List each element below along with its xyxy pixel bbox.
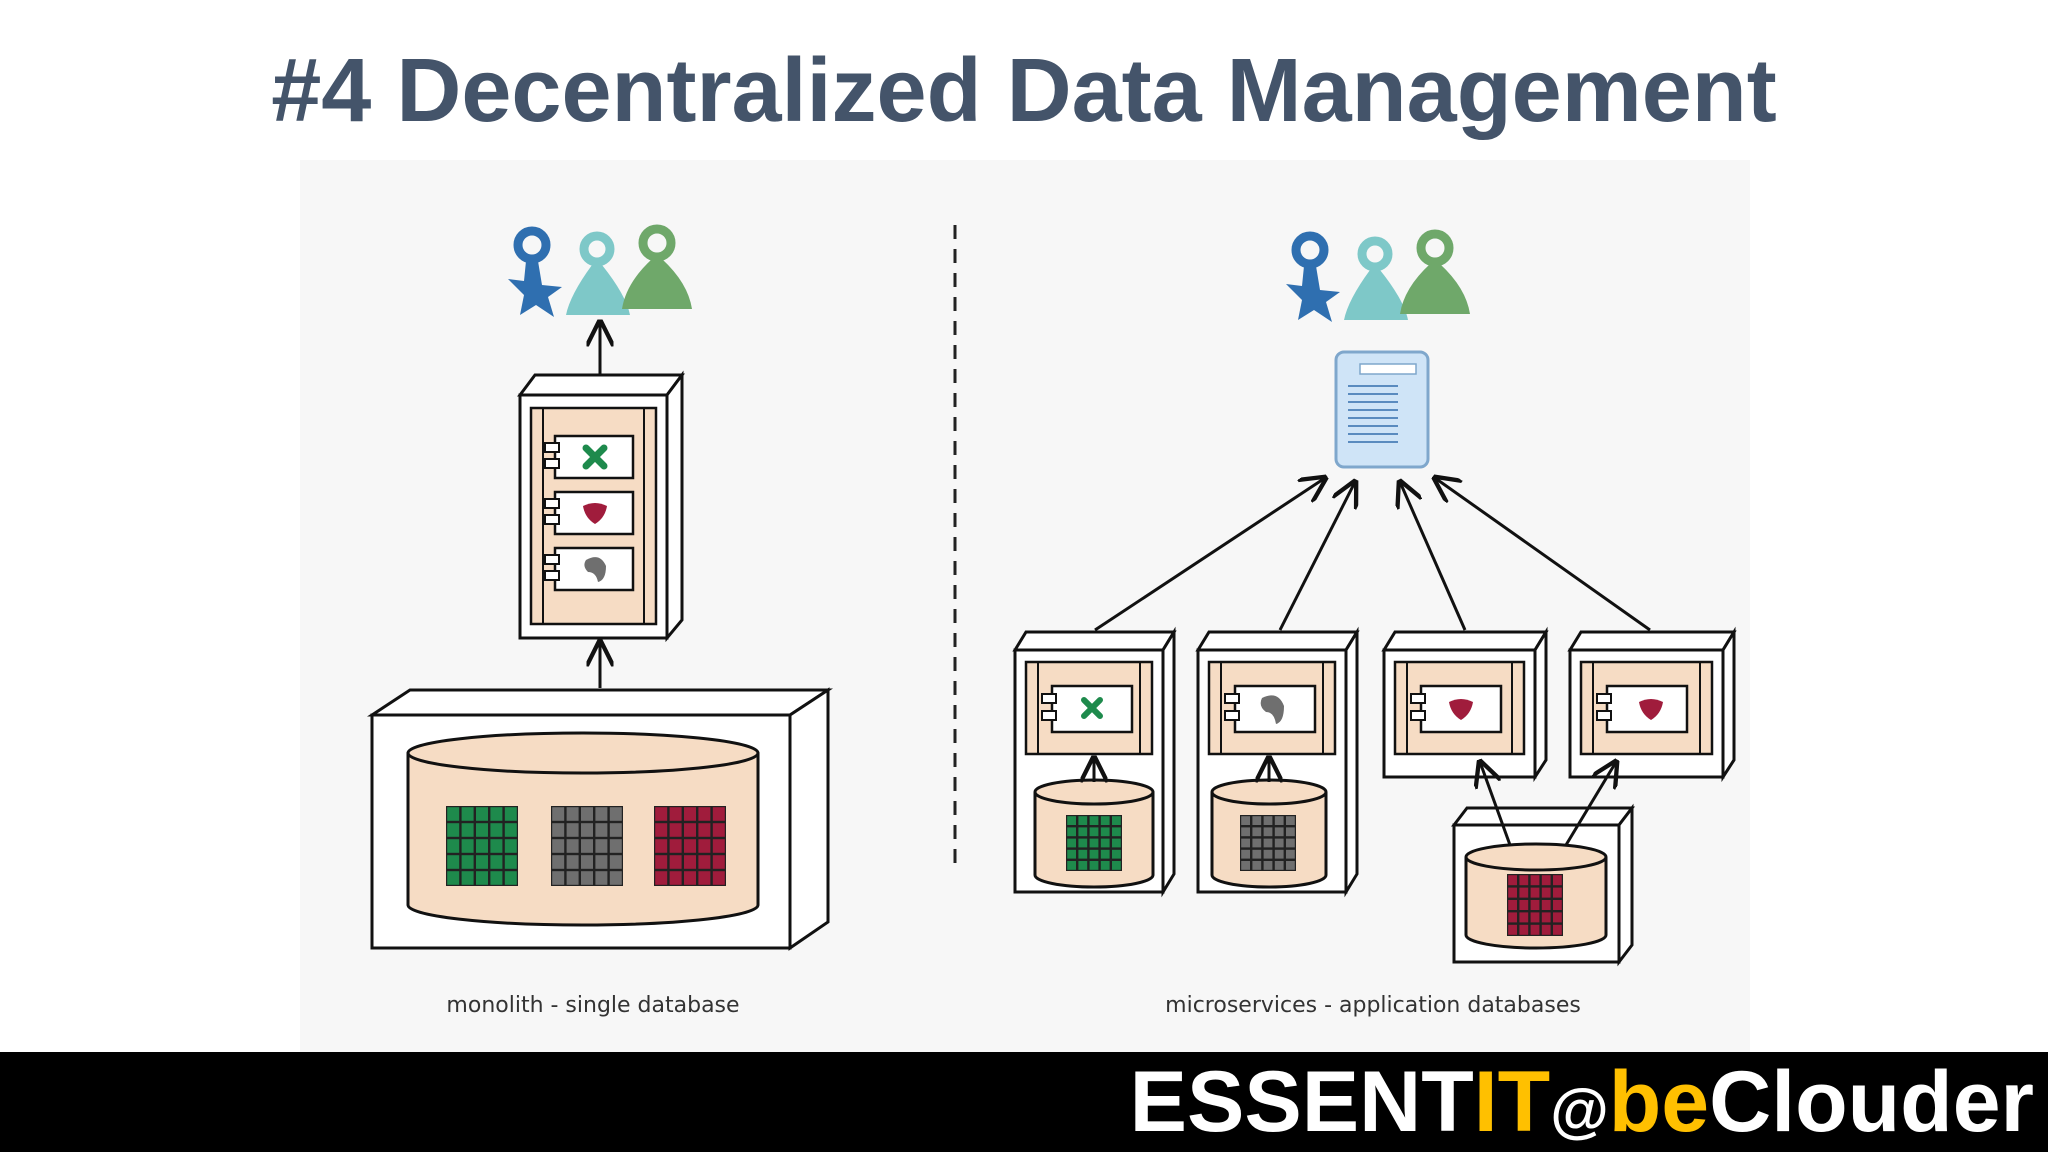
user-group-icon	[1286, 229, 1470, 322]
data-grid-grey	[551, 806, 623, 886]
microservice-container	[1381, 626, 1549, 783]
component-icon	[544, 490, 635, 536]
microservice-container	[1195, 626, 1360, 898]
brand-essent: ESSENT	[1129, 1054, 1474, 1150]
slide-title: #4 Decentralized Data Management	[271, 41, 1777, 141]
brand-clouder: Clouder	[1709, 1054, 2034, 1150]
component-icon	[544, 434, 635, 480]
data-grid-grey	[1240, 815, 1296, 871]
left-caption: monolith - single database	[446, 993, 739, 1018]
brand-it: IT	[1473, 1054, 1551, 1150]
data-grid-crimson	[1507, 874, 1563, 936]
architecture-diagram: monolith - single database	[366, 224, 1737, 1018]
data-grid-green	[1066, 815, 1122, 871]
data-grid-crimson	[654, 806, 726, 886]
arrow-service1-to-ui	[1094, 478, 1325, 632]
arrow-service2-to-ui	[1278, 482, 1355, 631]
data-grid-green	[446, 806, 518, 886]
brand-at: @	[1550, 1077, 1609, 1144]
arrow-service4-to-ui	[1435, 478, 1651, 632]
arrow-shareddb-to-service4	[1564, 762, 1616, 846]
arrow-shareddb-to-service3	[1480, 762, 1512, 846]
arrow-service3-to-ui	[1400, 482, 1467, 631]
microservice-container	[1567, 626, 1737, 783]
user-group-icon	[508, 224, 692, 317]
document-icon	[1334, 350, 1430, 469]
brand-be: be	[1608, 1054, 1710, 1150]
component-icon	[544, 546, 635, 592]
brand-logo: ESSENTIT@beClouder	[1130, 1055, 2034, 1158]
right-caption: microservices - application databases	[1165, 993, 1581, 1018]
footer-bar	[0, 1052, 2048, 1152]
